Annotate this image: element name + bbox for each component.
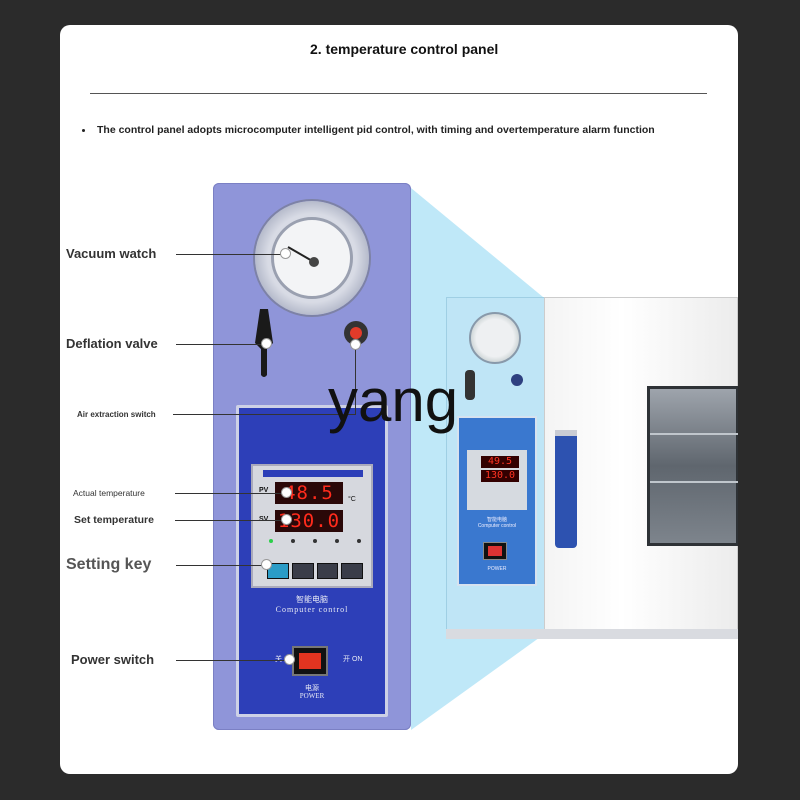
callout-vacuum-watch: Vacuum watch [66, 246, 157, 261]
feature-bullet: The control panel adopts microcomputer i… [82, 124, 655, 136]
oven-side-panel: 49.5 130.0 智能电脑 Computer control POWER [446, 297, 546, 631]
product-card: 2. temperature control panel The control… [60, 25, 738, 774]
power-on-label: 开 ON [343, 656, 363, 663]
window-shelf [650, 481, 738, 483]
bullet-dot-icon [82, 128, 85, 132]
led-icon [291, 539, 295, 543]
led-icon [357, 539, 361, 543]
callout-line [176, 660, 288, 661]
led-icon [313, 539, 317, 543]
degree-unit: °C [348, 496, 356, 503]
oven-sv-readout: 130.0 [481, 470, 519, 482]
oven-pv-readout: 49.5 [481, 456, 519, 468]
window-shelf [650, 433, 738, 435]
pv-readout: 48.5 [275, 482, 343, 504]
shift-key-button[interactable] [291, 563, 314, 579]
callout-dot-icon [281, 514, 292, 525]
oven-cn-label: 智能电脑 [486, 517, 507, 523]
controller-keys [267, 563, 363, 579]
oven-power-switch-icon [483, 542, 507, 560]
callout-dot-icon [261, 559, 272, 570]
vacuum-gauge-icon [255, 201, 369, 315]
up-key-button[interactable] [341, 563, 363, 579]
section-title: 2. temperature control panel [310, 41, 499, 57]
callout-dot-icon [284, 654, 295, 665]
gauge-hub [309, 257, 319, 267]
oven-gauge-icon [469, 312, 521, 364]
control-panel: PV 48.5 °C SV 130.0 智能电脑 Computer contro… [213, 183, 411, 730]
power-switch-button[interactable] [292, 646, 328, 676]
oven-power-label: POWER [487, 566, 507, 572]
callout-dot-icon [280, 248, 291, 259]
callout-actual-temperature: Actual temperature [73, 488, 145, 498]
sv-readout: 130.0 [275, 510, 343, 532]
setting-key-button[interactable] [267, 563, 289, 579]
oven-valve-icon [465, 370, 475, 400]
oven-window [647, 386, 738, 546]
callout-line-vertical [355, 348, 356, 415]
oven-en-label: Computer control [477, 523, 517, 529]
controller-cn-label: 智能电脑 [296, 595, 328, 604]
controller-en-label: Computer control [275, 605, 349, 614]
oven-controller: 49.5 130.0 智能电脑 Computer control POWER [457, 416, 537, 586]
power-en-label: POWER [299, 692, 325, 700]
callout-setting-key: Setting key [66, 556, 152, 573]
pv-label: PV [259, 487, 269, 494]
callout-dot-icon [281, 487, 292, 498]
callout-line [175, 493, 286, 494]
callout-set-temperature: Set temperature [74, 514, 154, 526]
sv-label: SV [259, 516, 268, 523]
watermark: yang [328, 367, 459, 434]
callout-line [176, 565, 266, 566]
bullet-text: The control panel adopts microcomputer i… [97, 124, 655, 136]
callout-dot-icon [261, 338, 272, 349]
oven-display: 49.5 130.0 [467, 450, 527, 510]
callout-line [173, 414, 355, 415]
callout-air-extraction-switch: Air extraction switch [77, 410, 156, 419]
callout-deflation-valve: Deflation valve [66, 336, 158, 351]
status-leds [269, 539, 361, 543]
display-header-strip [263, 470, 363, 477]
callout-line [176, 254, 284, 255]
callout-dot-icon [350, 339, 361, 350]
down-key-button[interactable] [316, 563, 339, 579]
callout-power-switch: Power switch [71, 652, 155, 667]
oven-base [446, 629, 738, 639]
title-divider [90, 93, 707, 94]
callout-line [176, 344, 268, 345]
callout-line [175, 520, 286, 521]
power-cn-label: 电源 [305, 685, 319, 692]
temperature-controller: PV 48.5 °C SV 130.0 智能电脑 Computer contro… [236, 405, 388, 717]
oven-switch-icon [511, 374, 523, 386]
led-icon [335, 539, 339, 543]
oven-door [544, 297, 738, 631]
controller-display: PV 48.5 °C SV 130.0 [251, 464, 373, 588]
door-handle-icon [555, 430, 577, 548]
led-icon [269, 539, 273, 543]
handle-mount [555, 430, 577, 436]
